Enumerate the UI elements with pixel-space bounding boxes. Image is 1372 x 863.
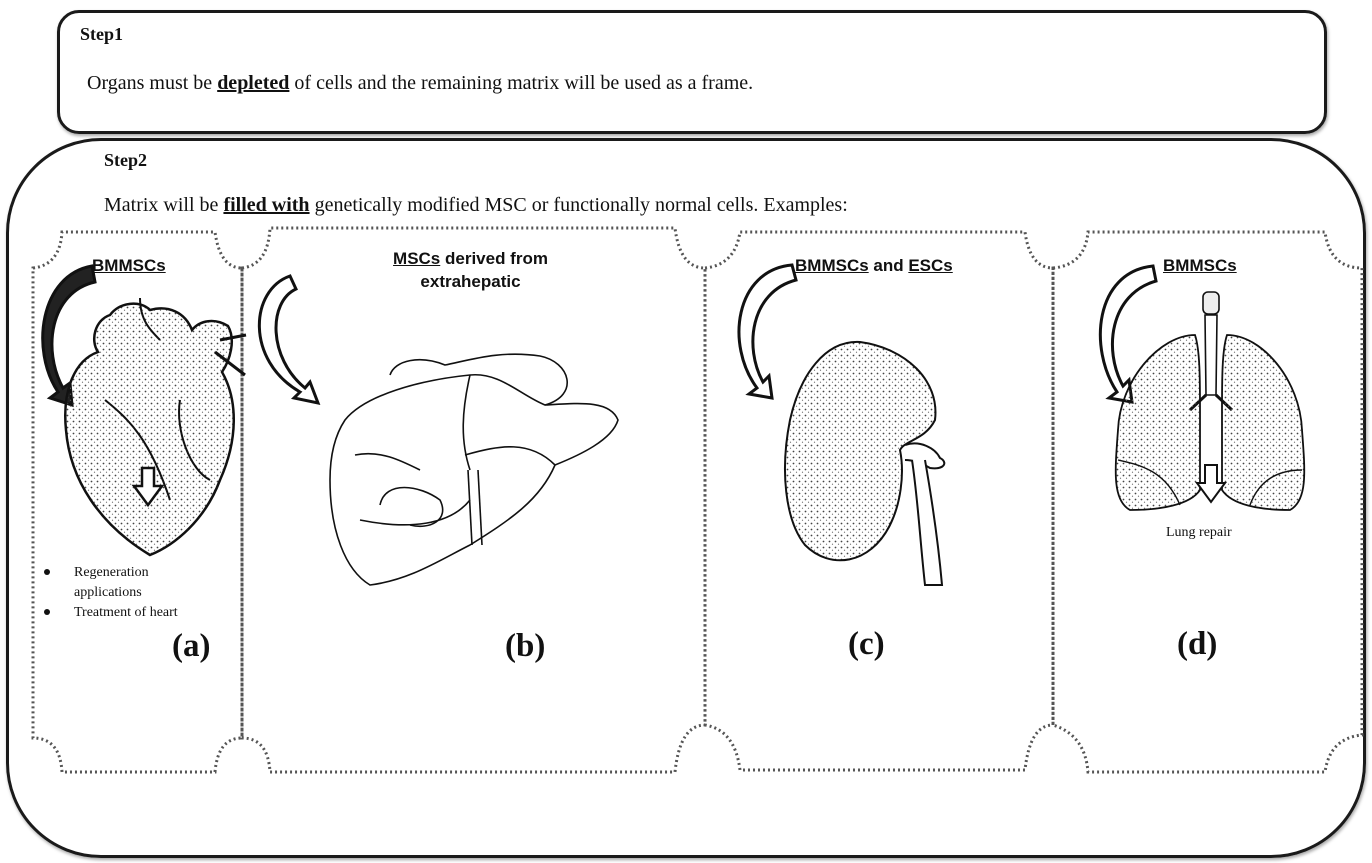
outcome-regeneration: Regeneration: [74, 565, 149, 580]
outcome-item: Regeneration: [44, 563, 178, 583]
panel-c-label: BMMSCs and ESCs: [795, 256, 953, 276]
panel-b-label: MSCs derived from extrahepatic: [363, 247, 578, 293]
panel-c-letter: (c): [848, 626, 885, 663]
panel-a-label-text: BMMSCs: [92, 256, 166, 275]
liver-icon: [330, 354, 618, 585]
heart-icon: [65, 298, 246, 555]
curved-arrow-b-icon: [259, 276, 318, 403]
panel-a-letter: (a): [172, 628, 210, 665]
panel-b-letter: (b): [505, 628, 545, 665]
panel-d-letter: (d): [1177, 626, 1217, 663]
kidney-icon: [785, 342, 944, 585]
panel-d-label: BMMSCs: [1163, 256, 1237, 276]
panel-c-label-part2: ESCs: [908, 256, 952, 275]
panel-d-label-text: BMMSCs: [1163, 256, 1237, 275]
panel-a-label: BMMSCs: [92, 256, 166, 276]
curved-arrow-c-icon: [739, 265, 796, 398]
lungs-icon: [1116, 292, 1305, 510]
panel-b-label-part1: MSCs: [393, 249, 440, 268]
panel-c-label-mid: and: [869, 256, 909, 275]
panel-c-label-part1: BMMSCs: [795, 256, 869, 275]
outcome-item: Treatment of heart: [44, 603, 178, 623]
outcome-treatment: Treatment of heart: [74, 605, 178, 620]
panel-a-outcomes: Regeneration applications Treatment of h…: [44, 563, 178, 623]
panel-b-frame: [242, 228, 705, 772]
panel-b-label-line2: extrahepatic: [363, 270, 578, 293]
outcome-applications: applications: [44, 583, 178, 603]
panel-d-outcome: Lung repair: [1166, 525, 1232, 541]
panel-b-label-line1: MSCs derived from: [363, 247, 578, 270]
panel-b-label-part2: derived from: [440, 249, 548, 268]
